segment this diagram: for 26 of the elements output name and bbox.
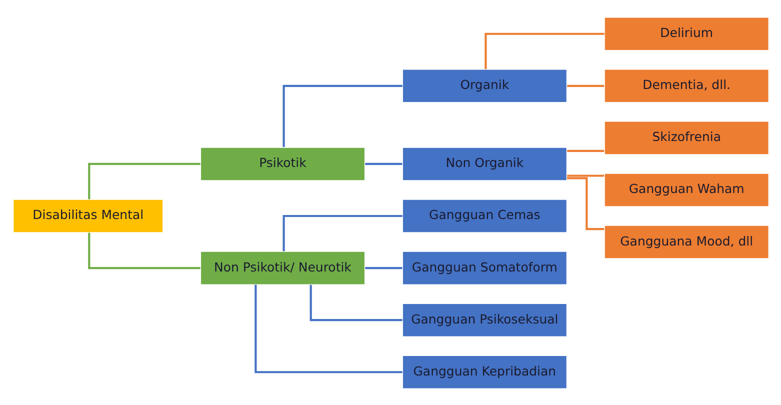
- connector: [282, 84, 402, 147]
- connector: [88, 232, 200, 269]
- node-box: Gangguana Mood, dll: [603, 224, 769, 259]
- connector: [364, 162, 402, 164]
- node-box: Gangguan Somatoform: [401, 250, 567, 285]
- node-box: Non Organik: [401, 146, 567, 181]
- connector: [484, 32, 604, 69]
- node-box: Gangguan Waham: [603, 172, 769, 207]
- connector: [309, 284, 402, 321]
- connector: [364, 266, 402, 269]
- node-box: Skizofrenia: [603, 120, 769, 155]
- connector: [282, 214, 402, 251]
- node-box: Disabilitas Mental: [12, 198, 164, 233]
- node-box: Gangguan Cemas: [401, 198, 567, 233]
- node-box: Organik: [401, 68, 567, 103]
- node-box: Non Psikotik/ Neurotik: [200, 250, 365, 285]
- connector: [88, 162, 200, 199]
- node-box: Gangguan Kepribadian: [401, 354, 567, 389]
- connector: [566, 149, 604, 152]
- connector: [566, 174, 604, 176]
- node-box: Delirium: [603, 16, 769, 51]
- node-box: Psikotik: [200, 146, 365, 181]
- node-box: Dementia, dll.: [603, 68, 769, 103]
- connector: [254, 284, 402, 373]
- connector: [566, 84, 604, 86]
- node-box: Gangguan Psikoseksual: [401, 302, 567, 337]
